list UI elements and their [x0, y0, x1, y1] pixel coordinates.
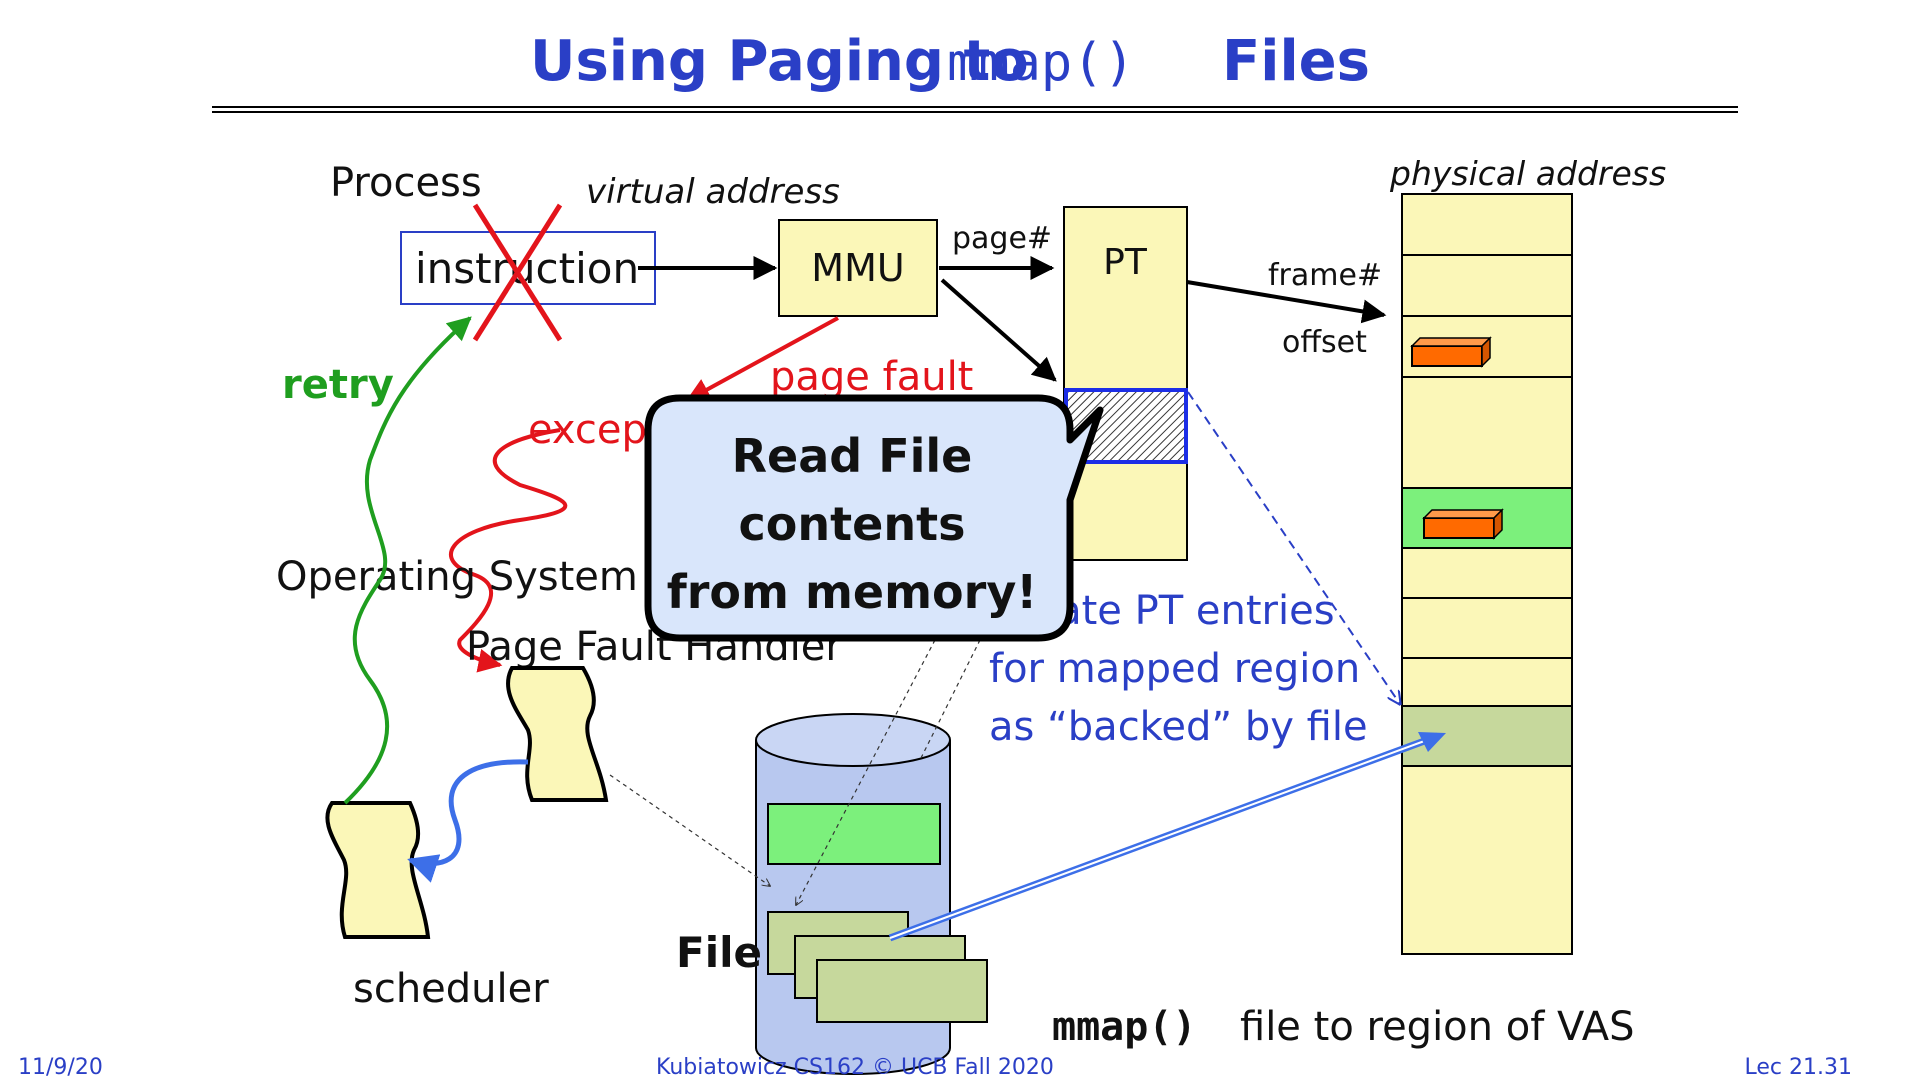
dotted-callout-to-disk [796, 639, 936, 905]
handler-to-scheduler-arrow [407, 759, 529, 883]
page-fault-handler-scroll [506, 666, 609, 802]
file-label: File [676, 928, 762, 977]
page-table-box [1063, 206, 1188, 561]
mmap-caption-code: mmap() [1052, 1004, 1197, 1050]
title-code: mmap() [947, 33, 1135, 93]
title-suffix: Files [1222, 29, 1370, 94]
mmu-label: MMU [811, 246, 904, 290]
dashed-pt-to-frame [1187, 391, 1400, 704]
disk-body [755, 740, 951, 1075]
page-fault-label: page fault [770, 354, 973, 400]
file-to-frame-link [888, 732, 1446, 942]
title-prefix: Using Paging to [530, 29, 1029, 94]
dotted-callout-to-disk-2 [919, 639, 981, 761]
disk-top [755, 713, 951, 767]
mmu-box [778, 219, 938, 317]
arrow-pt-physical [1186, 280, 1387, 324]
process-label: Process [330, 160, 482, 206]
callout-line-1: Read File [732, 429, 973, 483]
exception-squiggle [449, 428, 568, 673]
retry-label: retry [282, 362, 394, 408]
file-disk [755, 713, 988, 1075]
operating-system-label: Operating System [276, 554, 638, 600]
mmap-caption-text: file to region of VAS [1240, 1004, 1635, 1050]
callout-line-3: from memory! [667, 565, 1038, 619]
physical-memory [1401, 193, 1573, 955]
create-pt-entries-text: Create PT entries for mapped region as “… [989, 588, 1368, 750]
orange-block-2 [1422, 508, 1504, 540]
file-block-3 [816, 959, 988, 1023]
page-num-label: page# [952, 221, 1052, 256]
create-pt-line-3: as “backed” by file [989, 704, 1368, 750]
offset-label: offset [1282, 325, 1367, 360]
create-pt-line-2: for mapped region [989, 646, 1360, 692]
instruction-x-mark [472, 203, 563, 342]
arrow-page-fault [685, 316, 839, 402]
mmap-caption: mmap() file to region of VAS [1052, 1004, 1635, 1050]
arrow-mmu-pt-entry [940, 278, 1057, 382]
disk-green-block [767, 803, 941, 865]
footer-date: 11/9/20 [18, 1055, 103, 1080]
footer-lecture: Lec 21.31 [1745, 1055, 1852, 1080]
dotted-handler-to-disk [609, 774, 770, 886]
read-file-callout: Read File contents from memory! [644, 394, 1104, 642]
physical-memory-column [1401, 193, 1573, 955]
scheduler-scroll [325, 801, 431, 939]
scheduler-label: scheduler [353, 966, 549, 1012]
footer-course: Kubiatowicz CS162 © UCB Fall 2020 [656, 1055, 1054, 1080]
retry-squiggle [343, 316, 472, 805]
orange-block-1 [1410, 336, 1492, 368]
callout-bubble [644, 394, 1104, 642]
virtual-address-label: virtual address [586, 172, 840, 212]
page-table-label: PT [1103, 242, 1148, 283]
frame-num-label: frame# [1268, 258, 1382, 293]
slide-title: Using Paging to mmap() Files [530, 29, 1370, 94]
callout-line-2: contents [739, 497, 966, 551]
physical-address-label: physical address [1389, 154, 1666, 193]
